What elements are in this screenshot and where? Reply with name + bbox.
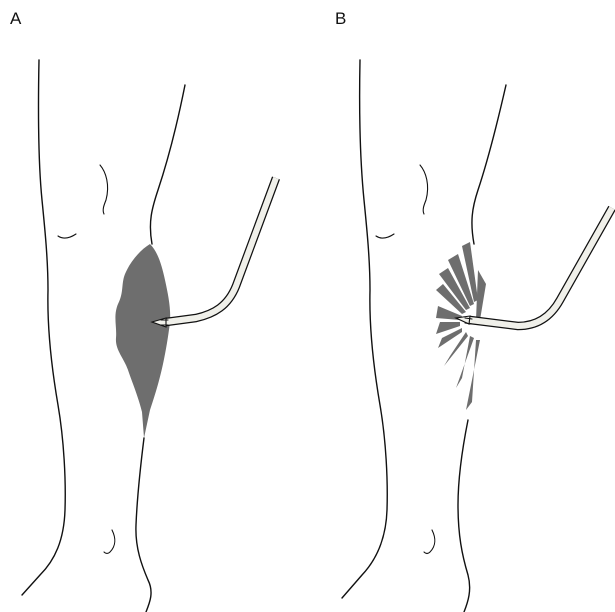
panel-a [22,60,276,612]
cannula-a [152,178,276,327]
leg-outline-right-lower [136,438,151,612]
ankle-mark [104,530,115,554]
knee-fold-mark [58,234,76,238]
leg-outline-right-lower [458,420,470,612]
knee-crease-mark [420,165,428,214]
infiltration-area [115,244,170,438]
knee-fold-mark [376,234,394,238]
leg-outline-right-upper [472,85,506,244]
ankle-mark [424,530,435,554]
leg-outline-right-upper [150,85,185,244]
leg-outline-left [342,60,387,598]
knee-crease-mark [100,165,108,214]
infiltration-tunnels [436,242,486,410]
leg-outline-left [22,60,65,595]
panel-b [342,60,612,612]
